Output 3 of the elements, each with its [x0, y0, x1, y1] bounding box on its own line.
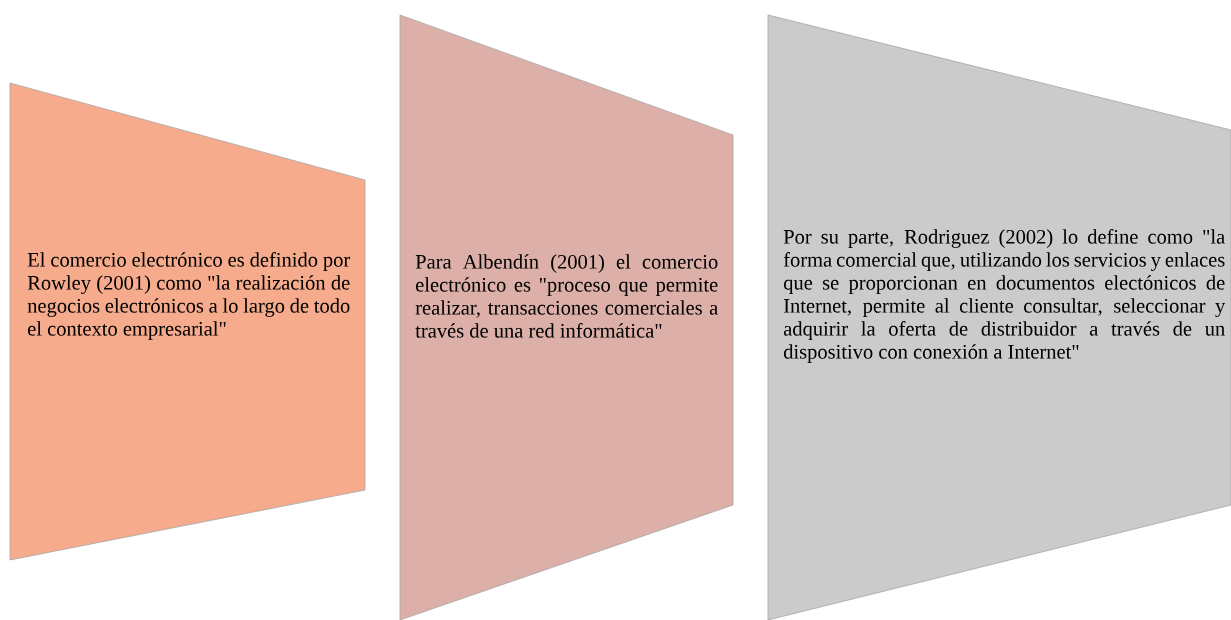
trapezoid-box: Para Albendín (2001) el comercio electrónico es "proceso que permite realizar, transacciones comerciales a través de una red informática" [399, 14, 734, 620]
trapezoid-box: El comercio electrónico es definido por Rowley (2001) como "la realización de negocios electrónicos a lo largo de todo el contexto empresarial" [9, 82, 366, 561]
trapezoid-box: Por su parte, Rodriguez (2002) lo define como "la forma comercial que, utilizando los servicios y enlaces que se proporcionan en documentos electónicos de Internet, permite al cliente consultar, seleccionar y adquirir la oferta de distribuidor a través de un dispositivo con conexión a Internet" [767, 14, 1231, 620]
